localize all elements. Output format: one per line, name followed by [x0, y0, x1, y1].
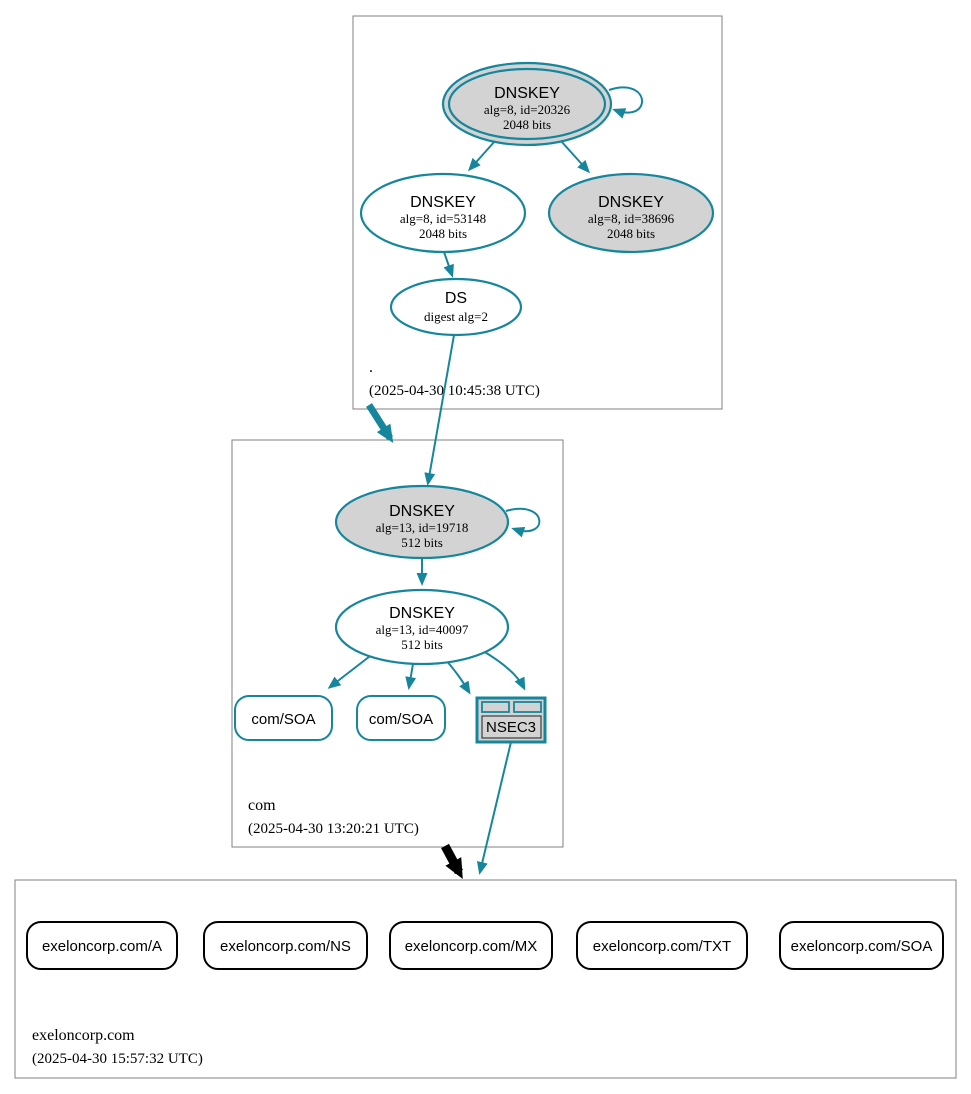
node-com-nsec3[interactable]: NSEC3 [475, 696, 547, 744]
node-detail: 512 bits [401, 637, 443, 652]
node-detail: digest alg=2 [424, 309, 488, 324]
node-detail: alg=8, id=38696 [588, 211, 675, 226]
edge-root-ksk-to-zsk [468, 140, 496, 172]
node-detail: 2048 bits [607, 226, 655, 241]
node-com-zsk-dnskey-40097[interactable]: DNSKEY alg=13, id=40097 512 bits [334, 588, 510, 666]
node-detail: alg=8, id=20326 [484, 102, 571, 117]
delegation-arrow-com-to-exeloncorp [441, 843, 463, 880]
nsec3-label: NSEC3 [486, 719, 536, 736]
node-title: DNSKEY [494, 85, 560, 102]
node-detail: 2048 bits [419, 226, 467, 241]
node-root-zsk-dnskey-53148[interactable]: DNSKEY alg=8, id=53148 2048 bits [359, 172, 527, 254]
rrset-label: exeloncorp.com/TXT [593, 938, 731, 955]
zone-com-box [231, 439, 564, 848]
node-exeloncorp-txt-rrset[interactable]: exeloncorp.com/TXT [576, 921, 748, 970]
node-detail: alg=13, id=19718 [376, 520, 469, 535]
root-ksk-self-sign-loop [608, 86, 643, 119]
node-detail: 512 bits [401, 535, 443, 550]
edge-com-zsk-to-soa2 [405, 663, 417, 690]
node-root-dnskey-38696[interactable]: DNSKEY alg=8, id=38696 2048 bits [547, 172, 715, 254]
edge-ds-to-com-ksk [424, 334, 455, 486]
node-title: DNSKEY [598, 194, 664, 211]
rrset-label: exeloncorp.com/A [42, 938, 162, 955]
zone-root-timestamp: (2025-04-30 10:45:38 UTC) [369, 383, 540, 399]
zone-exeloncorp-box [14, 879, 957, 1079]
rrset-label: com/SOA [369, 711, 433, 728]
rrset-label: exeloncorp.com/SOA [791, 938, 933, 955]
zone-exeloncorp-label: exeloncorp.com [32, 1027, 135, 1044]
zone-root-label: . [369, 359, 373, 376]
rrset-label: exeloncorp.com/NS [220, 938, 351, 955]
zone-com-label: com [248, 797, 276, 814]
node-exeloncorp-soa-rrset[interactable]: exeloncorp.com/SOA [779, 921, 944, 970]
node-title: DNSKEY [389, 605, 455, 622]
node-exeloncorp-ns-rrset[interactable]: exeloncorp.com/NS [203, 921, 368, 970]
node-detail: alg=8, id=53148 [400, 211, 486, 226]
zone-root-box [352, 15, 723, 410]
node-exeloncorp-a-rrset[interactable]: exeloncorp.com/A [26, 921, 178, 970]
node-title: DS [445, 290, 467, 307]
zone-exeloncorp-timestamp: (2025-04-30 15:57:32 UTC) [32, 1051, 203, 1067]
node-com-soa-rrset-1[interactable]: com/SOA [234, 695, 333, 741]
node-title: DNSKEY [410, 194, 476, 211]
zone-com-timestamp: (2025-04-30 13:20:21 UTC) [248, 821, 419, 837]
node-root-ds[interactable]: DS digest alg=2 [389, 277, 523, 337]
rrset-label: exeloncorp.com/MX [405, 938, 538, 955]
node-root-ksk-dnskey-20326[interactable]: DNSKEY alg=8, id=20326 2048 bits [441, 61, 613, 147]
edge-nsec3-to-exeloncorp [476, 741, 512, 875]
node-title: DNSKEY [389, 503, 455, 520]
node-com-ksk-dnskey-19718[interactable]: DNSKEY alg=13, id=19718 512 bits [334, 484, 510, 560]
edge-com-zsk-to-nsec3-left [444, 658, 471, 695]
node-exeloncorp-mx-rrset[interactable]: exeloncorp.com/MX [389, 921, 553, 970]
edge-com-zsk-to-nsec3-right [482, 650, 526, 691]
com-ksk-self-sign-loop [505, 508, 541, 538]
delegation-arrow-root-to-com [366, 403, 394, 444]
edge-com-zsk-to-soa1 [327, 652, 375, 689]
node-com-soa-rrset-2[interactable]: com/SOA [356, 695, 446, 741]
edge-root-zsk-to-ds [443, 251, 454, 278]
node-detail: alg=13, id=40097 [376, 622, 469, 637]
node-detail: 2048 bits [503, 117, 551, 132]
rrset-label: com/SOA [251, 711, 315, 728]
edge-root-ksk-to-ksk2 [560, 140, 591, 174]
